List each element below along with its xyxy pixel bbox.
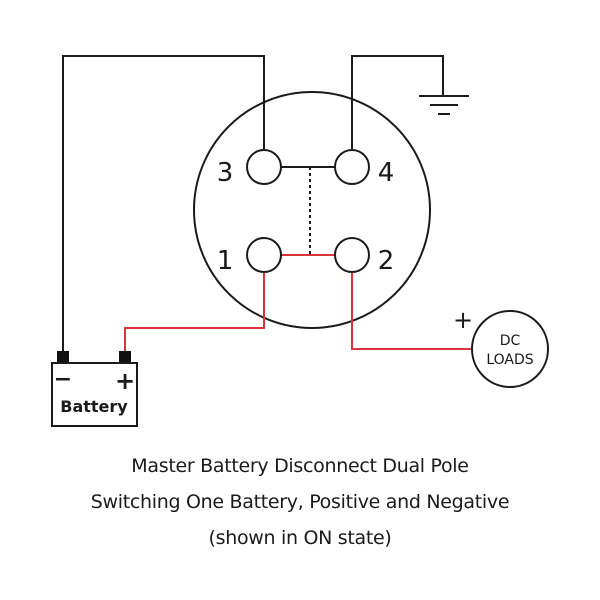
terminal-2: [334, 237, 370, 273]
dc-loads-polarity: +: [453, 306, 473, 334]
dc-loads-label-line2: LOADS: [486, 352, 533, 368]
terminal-2-label: 2: [378, 246, 395, 276]
ground-icon: [419, 95, 469, 115]
negative-wire-terminal-4-to-ground: [351, 55, 444, 150]
positive-wire-battery-to-terminal-1: [124, 272, 265, 352]
caption-line-1: Master Battery Disconnect Dual Pole: [131, 455, 469, 477]
battery-positive-post: [119, 351, 131, 363]
dc-loads: DC LOADS +: [453, 306, 549, 388]
terminal-4: [334, 149, 370, 185]
negative-wire-battery-to-terminal-3: [62, 55, 265, 352]
terminal-3: [246, 149, 282, 185]
dc-loads-label-line1: DC: [500, 333, 521, 349]
battery-body: [51, 362, 138, 427]
caption-line-2: Switching One Battery, Positive and Nega…: [90, 491, 510, 513]
battery-positive-symbol: +: [115, 367, 135, 395]
battery-negative-post: [57, 351, 69, 363]
dc-loads-circle: [471, 310, 549, 388]
terminal-1: [246, 237, 282, 273]
diagram-caption: Master Battery Disconnect Dual Pole Swit…: [0, 448, 600, 556]
battery: − + Battery: [51, 351, 138, 427]
caption-line-3: (shown in ON state): [208, 527, 392, 549]
battery-label: Battery: [60, 397, 128, 416]
positive-wire-terminal-2-to-loads: [351, 272, 472, 350]
terminal-1-label: 1: [217, 246, 234, 276]
terminal-4-label: 4: [378, 158, 395, 188]
switch-body: [193, 91, 431, 329]
terminal-3-label: 3: [217, 158, 234, 188]
battery-negative-symbol: −: [54, 367, 72, 392]
